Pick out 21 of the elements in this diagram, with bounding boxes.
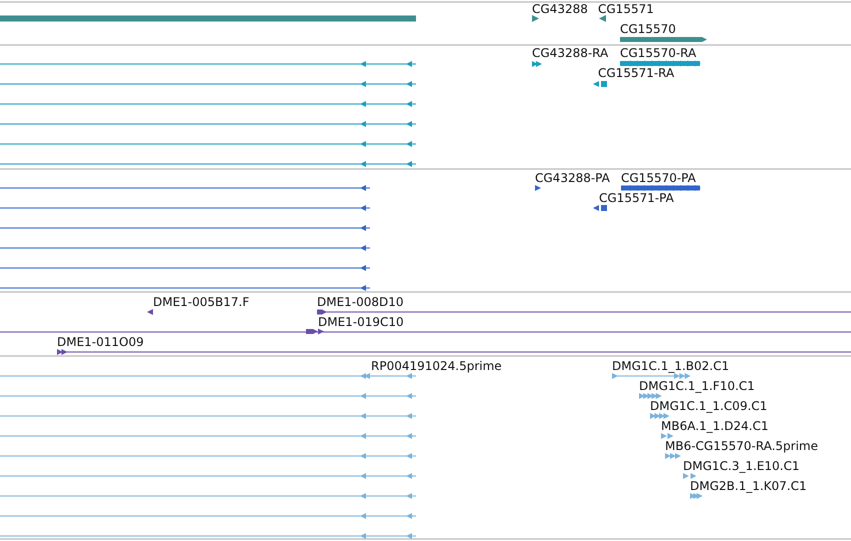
feature-label: DMG1C.1_1.F10.C1	[639, 379, 755, 393]
feature-label: RP004191024.5prime	[371, 359, 502, 373]
feature-label: DME1-019C10	[318, 315, 404, 329]
feature-label: DMG1C.1_1.B02.C1	[612, 359, 730, 373]
feature-label: DME1-011O09	[57, 335, 144, 349]
feature-label: MB6-CG15570-RA.5prime	[665, 439, 818, 453]
feature-label: CG43288-RA	[532, 46, 608, 60]
feature-label: CG43288-PA	[535, 171, 610, 185]
feature-label: CG15571	[598, 2, 654, 16]
feature-label: CG15570-PA	[621, 171, 696, 185]
feature-label: MB6A.1_1.D24.C1	[661, 419, 768, 433]
feature-label: DMG2B.1_1.K07.C1	[690, 479, 807, 493]
feature-label: CG43288	[532, 2, 588, 16]
feature-label: DME1-008D10	[317, 295, 404, 309]
feature-label: DMG1C.1_1.C09.C1	[650, 399, 768, 413]
feature-label: CG15570-RA	[620, 46, 696, 60]
feature-label: CG15571-RA	[598, 66, 674, 80]
feature-label: CG15570	[620, 22, 676, 36]
feature-label: DMG1C.3_1.E10.C1	[683, 459, 800, 473]
feature-label: DME1-005B17.F	[153, 295, 250, 309]
feature-label: CG15571-PA	[599, 191, 674, 205]
